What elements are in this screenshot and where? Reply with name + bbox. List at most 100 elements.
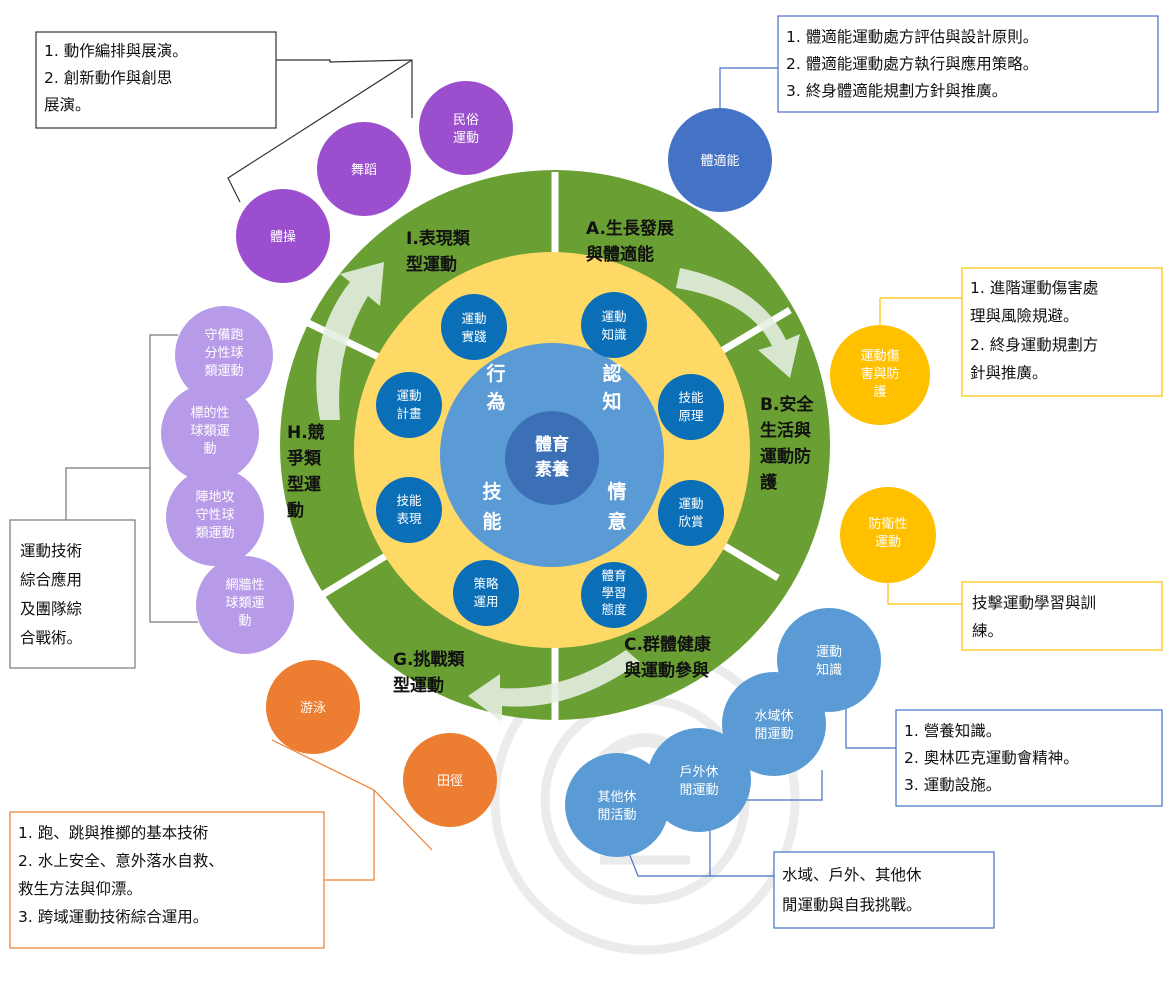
satellite-fitness: [668, 108, 772, 212]
satellite-wall-ball-l1: 網牆性: [225, 578, 264, 593]
satellite-swim: [266, 660, 360, 754]
segment-B-l1: B.安全: [760, 394, 814, 415]
inner-node-strategy-l1: 策略: [473, 576, 499, 591]
satellite-track: [403, 733, 497, 827]
segment-H-l3: 型運: [287, 474, 321, 495]
note-box-safety: 1. 進階運動傷害處 理與風險規避。 2. 終身運動規劃方 針與推廣。: [961, 267, 1163, 397]
satellite-invasion-ball-l2: 守性球: [195, 508, 234, 523]
note-knowledge-l3: 3. 運動設施。: [904, 776, 1001, 794]
note-challenge-l4: 3. 跨域運動技術綜合運用。: [18, 908, 208, 926]
inner-node-attitude-l2: 學習: [601, 585, 626, 600]
segment-G-l2: 型運動: [393, 675, 444, 696]
segment-B-l3: 運動防: [760, 446, 811, 467]
satellite-dance: [317, 122, 411, 216]
satellite-injury-l1: 運動傷: [860, 349, 899, 364]
note-performance-l3: 展演。: [44, 96, 91, 114]
note-defense-l1: 技擊運動學習與訓: [972, 593, 1096, 612]
satellite-folk-l1: 民俗: [453, 113, 479, 128]
segment-A-l1: A.生長發展: [586, 218, 674, 239]
satellite-net-ball-l3: 類運動: [204, 364, 243, 379]
inner-node-appreciation: [658, 480, 724, 546]
center-label-2: 素養: [535, 459, 569, 480]
inner-node-practice-l2: 實踐: [461, 329, 487, 344]
note-box-leisure: 水域、戶外、其他休 閒運動與自我挑戰。: [773, 851, 995, 929]
segment-B-l2: 生活與: [760, 420, 811, 441]
note-knowledge-l2: 2. 奧林匹克運動會精神。: [904, 749, 1079, 767]
arrow-right: [676, 268, 800, 378]
note-competition-l3: 及團隊綜: [20, 600, 82, 618]
inner-node-principle-l1: 技能: [678, 390, 704, 405]
note-challenge-l1: 1. 跑、跳與推擲的基本技術: [18, 824, 208, 842]
dimension-behavior-1: 行: [485, 362, 505, 385]
note-safety-l2: 理與風險規避。: [970, 307, 1079, 325]
note-box-defense: 技擊運動學習與訓 練。: [961, 581, 1163, 651]
note-box-fitness: 1. 體適能運動處方評估與設計原則。 2. 體適能運動處方執行與應用策略。 3.…: [777, 15, 1159, 113]
dimension-behavior-2: 為: [486, 390, 505, 413]
inner-node-strategy-l2: 運用: [473, 594, 498, 609]
satellite-folk-l2: 運動: [453, 131, 479, 146]
inner-node-plan-l1: 運動: [396, 388, 421, 403]
satellite-target-ball-l3: 動: [203, 442, 216, 457]
note-competition-l1: 運動技術: [20, 542, 82, 560]
connector-competition-bottom: [149, 468, 198, 623]
satellite-water-leisure-l2: 閒運動: [754, 727, 793, 742]
inner-node-principle-l2: 原理: [678, 408, 704, 423]
dimension-affect-2: 意: [607, 510, 626, 533]
satellite-wall-ball-l3: 動: [238, 614, 251, 629]
inner-node-attitude-l1: 體育: [601, 568, 626, 583]
inner-node-attitude: [581, 562, 647, 628]
satellite-target-ball-l1: 標的性: [190, 405, 229, 421]
segment-C-l2: 與運動參與: [624, 660, 709, 681]
satellite-water-leisure: [722, 672, 826, 776]
inner-node-appreciation-l1: 運動: [678, 496, 703, 511]
dimension-skill-1: 技: [482, 480, 502, 503]
inner-node-knowledge-l1: 運動: [601, 309, 626, 324]
note-competition-l4: 合戰術。: [20, 629, 82, 647]
note-fitness-l2: 2. 體適能運動處方執行與應用策略。: [786, 54, 1038, 73]
inner-node-plan: [376, 372, 442, 438]
satellite-track-l1: 田徑: [437, 774, 463, 789]
satellite-sport-knowledge-l2: 知識: [816, 662, 842, 678]
segment-H-l4: 動: [287, 500, 304, 521]
satellite-defense: [840, 487, 936, 583]
note-fitness-l3: 3. 終身體適能規劃方針與推廣。: [786, 82, 1007, 100]
satellite-folk: [419, 81, 513, 175]
satellite-injury: [830, 325, 930, 425]
cycle-arrows: [316, 262, 800, 722]
satellite-dance-l1: 舞蹈: [351, 163, 377, 178]
satellite-gymnastics: [236, 189, 330, 283]
satellite-sport-knowledge-l1: 運動: [816, 645, 842, 660]
satellite-wall-ball-l2: 球類運: [225, 596, 264, 611]
note-safety-l3: 2. 終身運動規劃方: [970, 336, 1098, 354]
inner-node-performance-l2: 表現: [396, 511, 422, 526]
satellite-other-leisure-l2: 閒活動: [597, 808, 636, 823]
note-competition-l2: 綜合應用: [20, 570, 82, 589]
connector-competition: [65, 334, 178, 520]
satellite-defense-l2: 運動: [875, 535, 901, 550]
satellite-outdoor-leisure: [647, 728, 751, 832]
note-fitness-l1: 1. 體適能運動處方評估與設計原則。: [786, 28, 1038, 46]
satellite-other-leisure-l1: 其他休: [597, 790, 636, 805]
center-core: [505, 411, 599, 505]
note-performance-l2: 2. 創新動作與創思: [44, 69, 172, 87]
segment-B-l4: 護: [760, 472, 778, 493]
connector-knowledge: [845, 700, 896, 749]
connector-challenge: [271, 739, 375, 881]
satellite-swim-l1: 游泳: [300, 701, 326, 716]
satellite-outdoor-leisure-l2: 閒運動: [679, 783, 718, 798]
note-box-performance: 1. 動作編排與展演。 2. 創新動作與創思 展演。: [35, 31, 277, 129]
dimension-affect-1: 情: [607, 480, 626, 503]
center-label-1: 體育: [535, 434, 569, 455]
dimension-cognition-2: 知: [602, 390, 621, 413]
satellite-net-ball: [175, 306, 273, 404]
satellite-target-ball-l2: 球類運: [190, 424, 229, 439]
note-leisure-l2: 閒運動與自我挑戰。: [782, 896, 922, 914]
segment-G-l1: G.挑戰類: [393, 649, 465, 670]
satellite-outdoor-leisure-l1: 戶外休: [679, 765, 718, 780]
note-safety-l4: 針與推廣。: [970, 364, 1048, 382]
inner-node-practice: [441, 294, 507, 360]
satellite-invasion-ball: [166, 468, 264, 566]
note-leisure-l1: 水域、戶外、其他休: [782, 866, 922, 884]
connector-performance: [276, 59, 413, 118]
